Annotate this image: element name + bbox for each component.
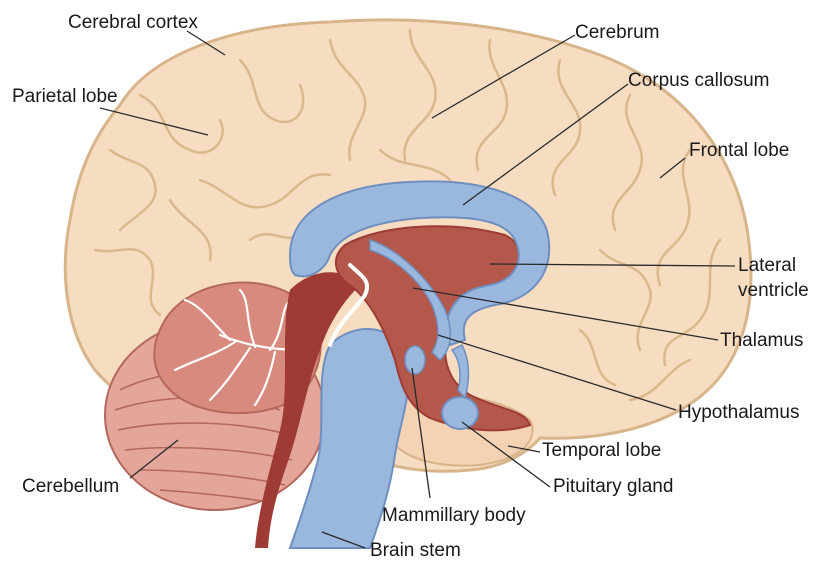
label-parietal-lobe: Parietal lobe <box>12 86 118 108</box>
label-brain-stem: Brain stem <box>370 540 461 562</box>
label-lateral-ventricle-line1: Lateral <box>738 255 796 277</box>
label-lateral-ventricle-line2: ventricle <box>738 280 809 302</box>
label-mammillary-body: Mammillary body <box>382 505 526 527</box>
label-pituitary-gland: Pituitary gland <box>553 476 673 498</box>
pituitary-gland-shape <box>442 397 478 429</box>
label-cerebral-cortex: Cerebral cortex <box>68 12 198 34</box>
label-cerebellum: Cerebellum <box>22 476 119 498</box>
label-frontal-lobe: Frontal lobe <box>689 140 789 162</box>
label-temporal-lobe: Temporal lobe <box>542 440 661 462</box>
label-corpus-callosum: Corpus callosum <box>628 70 770 92</box>
label-cerebrum: Cerebrum <box>575 22 659 44</box>
label-hypothalamus: Hypothalamus <box>678 402 799 424</box>
label-thalamus: Thalamus <box>720 330 803 352</box>
mammillary-body-shape <box>405 346 425 374</box>
